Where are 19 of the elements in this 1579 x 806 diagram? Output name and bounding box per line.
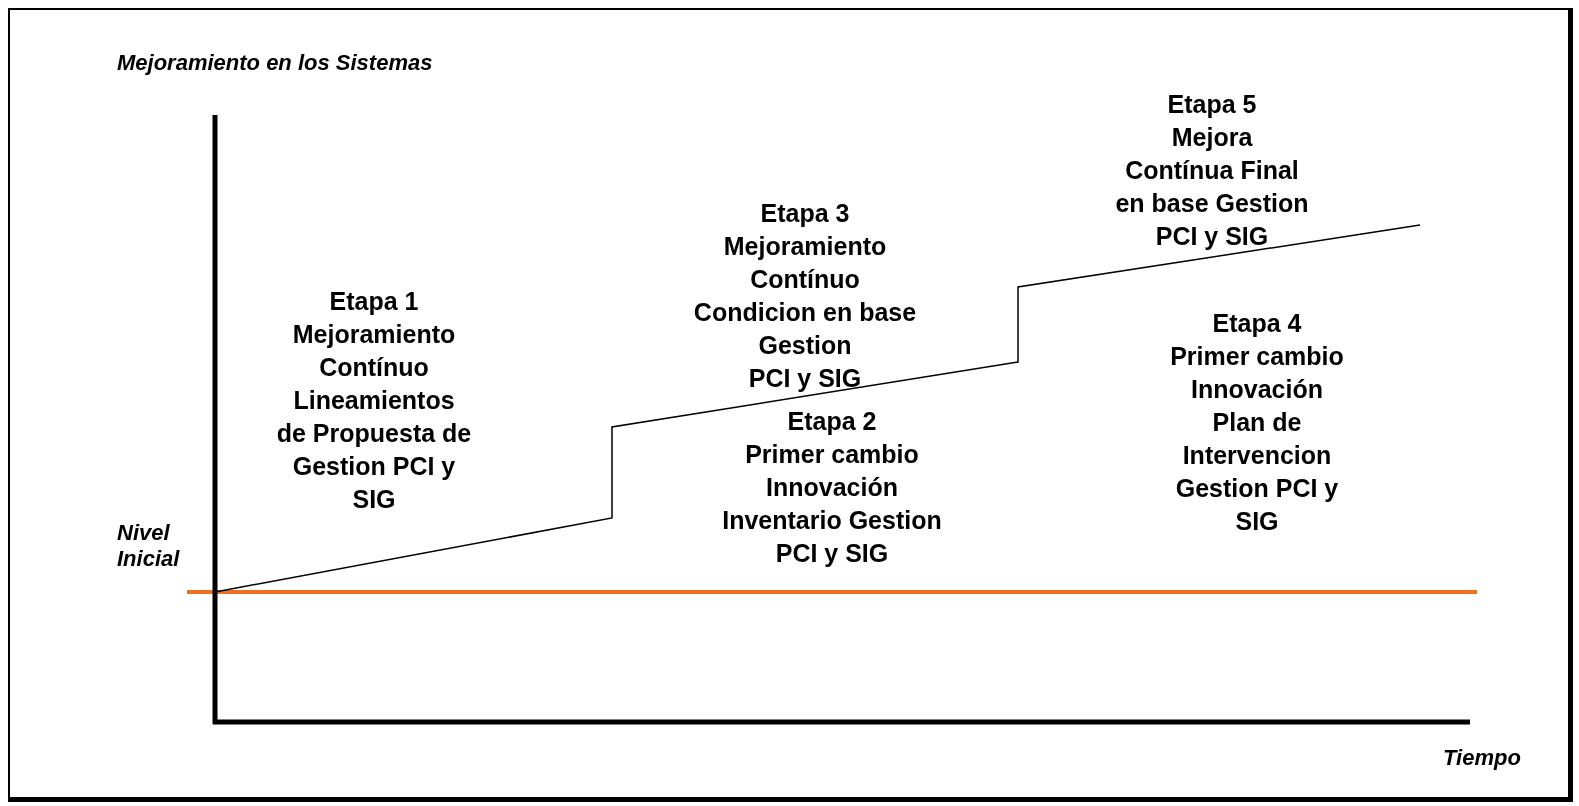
stage-description: Plan de Intervencion Gestion PCI y SIG	[1174, 407, 1340, 537]
stage-heading: Etapa 2	[786, 406, 878, 437]
stage-heading: Etapa 1	[328, 286, 420, 317]
stage-heading: Etapa 3	[759, 198, 851, 229]
stage-description: Contínua Final en base Gestion	[1114, 155, 1310, 219]
axis-label: Tiempo	[1443, 745, 1522, 771]
stage-description: Mejora	[1170, 122, 1254, 153]
stage-description: Primer cambio Innovación	[744, 439, 920, 503]
stage-description: PCI y SIG	[747, 363, 863, 394]
stage-description: Mejoramiento Contínuo Condicion en base Gestion	[692, 231, 918, 361]
axis-label: Mejoramiento en los Sistemas	[117, 50, 434, 76]
axis-label: Nivel Inicial	[117, 520, 181, 572]
stage-heading: Etapa 5	[1166, 89, 1258, 120]
stage-description: Primer cambio Innovación	[1169, 341, 1345, 405]
stage-description: Inventario Gestion PCI y SIG	[721, 505, 943, 569]
stage-heading: Etapa 4	[1211, 308, 1303, 339]
stage-description: PCI y SIG	[1154, 221, 1270, 252]
stage-description: Lineamientos de Propuesta de Gestion PCI y SIG	[276, 385, 472, 515]
stage-description: Mejoramiento Contínuo	[291, 319, 457, 383]
